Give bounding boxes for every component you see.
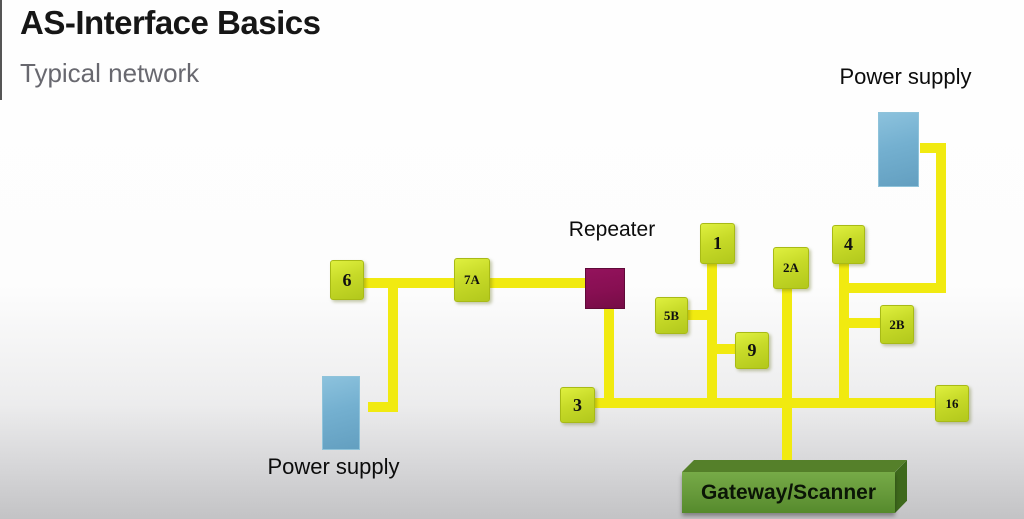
slave-node-6: 6 bbox=[330, 260, 364, 300]
slave-node-5b: 5B bbox=[655, 297, 688, 334]
power-supply-top-label: Power supply bbox=[839, 64, 972, 89]
left-edge-artifact bbox=[0, 0, 2, 100]
slave-node-7a: 7A bbox=[454, 258, 490, 302]
wire-branch-power-supply-top bbox=[844, 283, 946, 293]
slave-node-2a: 2A bbox=[773, 247, 809, 289]
page-title: AS-Interface Basics bbox=[20, 4, 321, 41]
slave-node-16: 16 bbox=[935, 385, 969, 422]
wire-repeater-down bbox=[604, 300, 614, 404]
repeater-box bbox=[585, 268, 625, 309]
wire-node1-down bbox=[707, 258, 717, 403]
wire-branch-2b bbox=[846, 318, 882, 328]
power-supply-top bbox=[878, 112, 919, 187]
wire-stub-power-supply-top bbox=[920, 143, 946, 153]
wire-stub-power-supply-bottom bbox=[368, 402, 398, 412]
wire-main-trunk bbox=[590, 398, 938, 408]
slave-node-1: 1 bbox=[700, 223, 735, 264]
slave-node-9: 9 bbox=[735, 332, 769, 369]
slave-node-3: 3 bbox=[560, 387, 595, 423]
power-supply-bottom-label: Power supply bbox=[267, 454, 400, 479]
gateway-right-face bbox=[895, 460, 907, 513]
slave-node-2b: 2B bbox=[880, 305, 914, 344]
power-supply-bottom bbox=[322, 376, 360, 450]
gateway-top-face bbox=[682, 460, 907, 472]
wire-node6-branch-down bbox=[388, 278, 398, 412]
page-subtitle: Typical network bbox=[20, 58, 200, 88]
wire-branch-9 bbox=[714, 344, 738, 354]
slave-node-4: 4 bbox=[832, 225, 865, 264]
wire-branch-5b bbox=[684, 310, 710, 320]
gateway-scanner: Gateway/Scanner bbox=[682, 460, 907, 513]
wire-node4-down bbox=[839, 258, 849, 403]
wire-node2a-to-gateway bbox=[782, 284, 792, 460]
gateway-label: Gateway/Scanner bbox=[682, 472, 895, 513]
wire-power-supply-top-down bbox=[936, 148, 946, 288]
repeater-label: Repeater bbox=[568, 218, 656, 241]
